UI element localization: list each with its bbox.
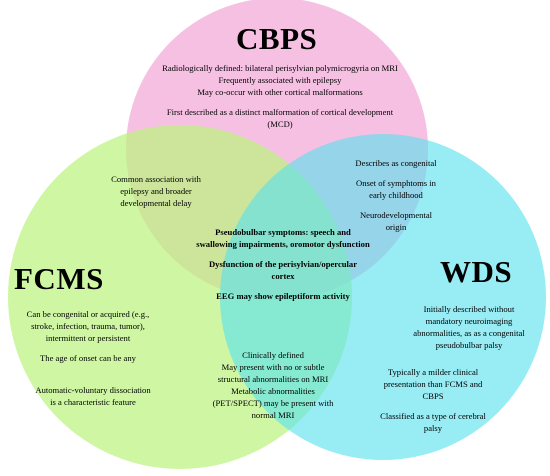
cbps-fcms-line: developmental delay [120,198,192,208]
cbps-wds-line: early childhood [369,190,423,200]
cbps-only-line: May co-occur with other cortical malform… [197,87,363,97]
fcms-wds-text: Clinically defined May present with no o… [196,349,350,421]
cbps-only-text: Radiologically defined: bilateral perisy… [130,62,430,130]
cbps-fcms-line: epilepsy and broader [120,186,192,196]
fcms-wds-line: (PET/SPECT) may be present with [212,398,334,408]
fcms-wds-line: structural abnormalities on MRI [217,374,329,384]
cbps-only-line: Frequently associated with epilepsy [218,75,342,85]
fcms-title: FCMS [14,261,104,296]
wds-only-text: Initially described without mandatory ne… [390,303,548,351]
fcms-wds-line: May present with no or subtle [221,362,325,372]
center-line: swallowing impairments, oromotor dysfunc… [196,239,370,249]
fcms-only-line: The age of onset can be any [40,353,136,363]
cbps-fcms-line: Common association with [111,174,201,184]
wds-only-line: pseudobulbar palsy [435,340,503,350]
wds-circle [220,134,546,460]
cbps-wds-line: origin [385,222,407,232]
cbps-only-line: First described as a distinct malformati… [166,107,394,117]
cbps-wds-line: Neurodevelopmental [359,210,433,220]
wds-only-line: Typically a milder clinical [387,367,479,377]
fcms-wds-line: Clinically defined [242,350,304,360]
fcms-wds-line: normal MRI [251,410,295,420]
wds-only-line: Initially described without [423,304,515,314]
fcms-only-line: is a characteristic feature [50,397,136,407]
cbps-wds-text: Describes as congenital Onset of symphto… [342,157,450,233]
cbps-wds-line: Describes as congenital [355,158,437,168]
wds-only-line: CBPS [422,391,444,401]
fcms-only-text: Can be congenital or acquired (e.g., str… [8,308,168,364]
center-line: Dysfunction of the perisylvian/opercular [208,259,358,269]
fcms-only-text-2: Automatic-voluntary dissociation is a ch… [18,384,168,408]
center-line: Pseudobulbar symptoms: speech and [215,227,351,237]
center-line: cortex [271,271,295,281]
cbps-wds-line: Onset of symphtoms in [356,178,436,188]
wds-only-line: palsy [423,423,443,433]
center-line: EEG may show epileptiform activity [216,291,350,301]
cbps-only-line: (MCD) [267,119,293,129]
wds-only-line: abnormalities, as as a congenital [413,328,525,338]
wds-only-line: mandatory neuroimaging [425,316,513,326]
cbps-title: CBPS [236,21,318,56]
wds-only-line: Classified as a type of cerebral [380,411,486,421]
fcms-wds-line: Metabolic abnormalities [231,386,315,396]
fcms-only-line: Can be congenital or acquired (e.g., [26,309,150,319]
fcms-only-line: stroke, infection, trauma, tumor), [31,321,145,331]
wds-only-line: presentation than FCMS and [383,379,483,389]
cbps-only-line: Radiologically defined: bilateral perisy… [162,63,398,73]
cbps-fcms-text: Common association with epilepsy and bro… [96,173,216,209]
fcms-only-line: intermittent or persistent [45,333,131,343]
center-text: Pseudobulbar symptoms: speech and swallo… [186,226,380,302]
wds-title: WDS [440,254,513,289]
wds-only-text-2: Typically a milder clinical presentation… [358,366,508,434]
fcms-only-line: Automatic-voluntary dissociation [35,385,151,395]
